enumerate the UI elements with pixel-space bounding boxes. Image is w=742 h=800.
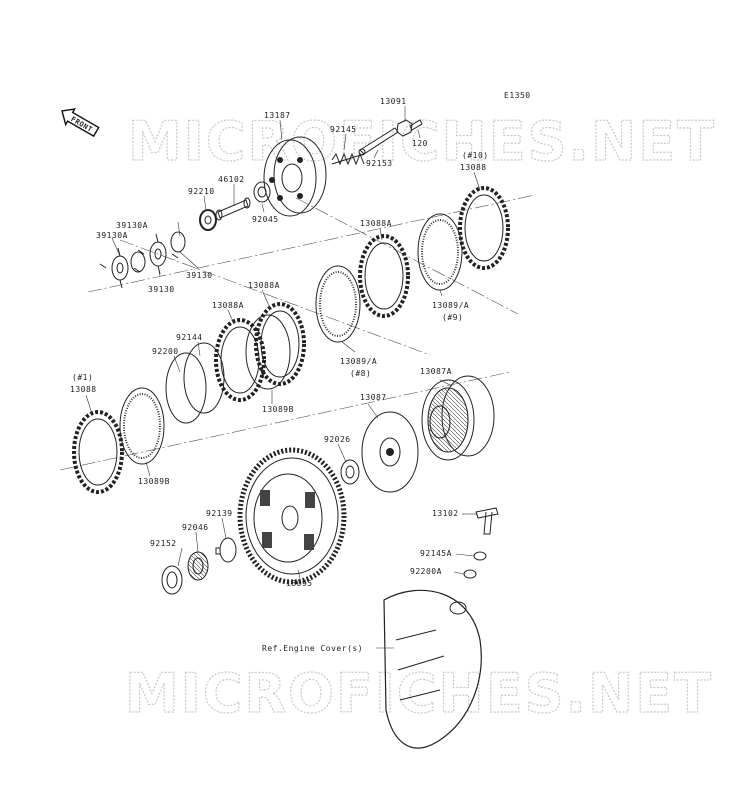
label-13088-top: 13088: [460, 163, 487, 172]
label-92026: 92026: [324, 435, 351, 444]
part-labels: 13091 120 13187 92145 92153 (#10) 13088 …: [70, 97, 489, 653]
label-8: (#8): [350, 369, 371, 378]
label-1: (#1): [72, 373, 93, 382]
watermark-bottom: MICROFICHES.NET: [125, 662, 713, 725]
washer-92026-icon: [340, 459, 360, 485]
sleeve-92152-icon: [161, 565, 183, 595]
label-13187: 13187: [264, 111, 291, 120]
needle-bearing-92046-icon: [187, 551, 209, 581]
friction-plate-13088-top-icon: [458, 186, 510, 270]
friction-plate-13088-left-icon: [72, 410, 124, 494]
label-120: 120: [412, 139, 428, 148]
leader-lines: [85, 106, 481, 649]
front-arrow-icon: FRONT: [61, 108, 100, 138]
label-39130-2: 39130: [148, 285, 175, 294]
lever-13102-icon: [475, 507, 499, 535]
label-92139: 92139: [206, 509, 233, 518]
label-39130A-1: 39130A: [116, 221, 148, 230]
spring-92145A-icon: [473, 551, 487, 561]
label-13087: 13087: [360, 393, 387, 402]
label-39130A-2: 39130A: [96, 231, 128, 240]
label-13088A-top: 13088A: [360, 219, 392, 228]
bearing-92045-icon: [253, 181, 271, 203]
pressure-plate-13187-icon: [263, 136, 327, 217]
steel-plate-13089A-top-icon: [417, 213, 463, 291]
watermark-top: MICROFICHES.NET: [128, 110, 716, 173]
label-92145: 92145: [330, 125, 357, 134]
label-92200A: 92200A: [410, 567, 442, 576]
label-10: (#10): [462, 151, 489, 160]
label-ref-engine-cover: Ref.Engine Cover(s): [262, 644, 363, 653]
label-92145A: 92145A: [420, 549, 452, 558]
label-92045: 92045: [252, 215, 279, 224]
label-13089A-top: 13089/A: [432, 301, 469, 310]
label-13091: 13091: [380, 97, 407, 106]
label-13089A-mid: 13089/A: [340, 357, 377, 366]
label-92046: 92046: [182, 523, 209, 532]
label-39130-1: 39130: [186, 271, 213, 280]
plate-13087-icon: [361, 411, 419, 493]
label-13102: 13102: [432, 509, 459, 518]
rings-92144-92200-icon: [165, 342, 225, 424]
nut-92210-icon: [199, 209, 217, 231]
friction-plate-13088A-top-icon: [358, 234, 410, 318]
diagram-code: E1350: [504, 91, 531, 100]
label-13088-left: 13088: [70, 385, 97, 394]
label-9: (#9): [442, 313, 463, 322]
clutch-hub-13087A-icon: [421, 375, 495, 461]
assembly-axes: [59, 194, 536, 471]
steel-plate-13089B-left-icon: [119, 387, 165, 465]
label-13087A: 13087A: [420, 367, 452, 376]
label-92152: 92152: [150, 539, 177, 548]
bolt-13091-icon: [396, 119, 423, 137]
label-13088A-left: 13088A: [212, 301, 244, 310]
label-13095: 13095: [286, 579, 313, 588]
steel-plate-13089A-mid-icon: [315, 265, 361, 343]
label-46102: 46102: [218, 175, 245, 184]
label-13089B-left: 13089B: [138, 477, 170, 486]
spring-92145-icon: [331, 152, 365, 166]
label-92200: 92200: [152, 347, 179, 356]
friction-plate-13088A-mid-icon: [245, 302, 306, 390]
engine-cover-icon: [383, 589, 482, 749]
label-13089B-mid: 13089B: [262, 405, 294, 414]
collar-92139-icon: [215, 537, 237, 563]
label-92210: 92210: [188, 187, 215, 196]
label-92153: 92153: [366, 159, 393, 168]
clutch-housing-13095-icon: [237, 447, 347, 585]
label-13088A-mid: 13088A: [248, 281, 280, 290]
oring-92200A-icon: [463, 569, 477, 579]
shaft-46102-icon: [215, 197, 251, 221]
label-92144: 92144: [176, 333, 203, 342]
